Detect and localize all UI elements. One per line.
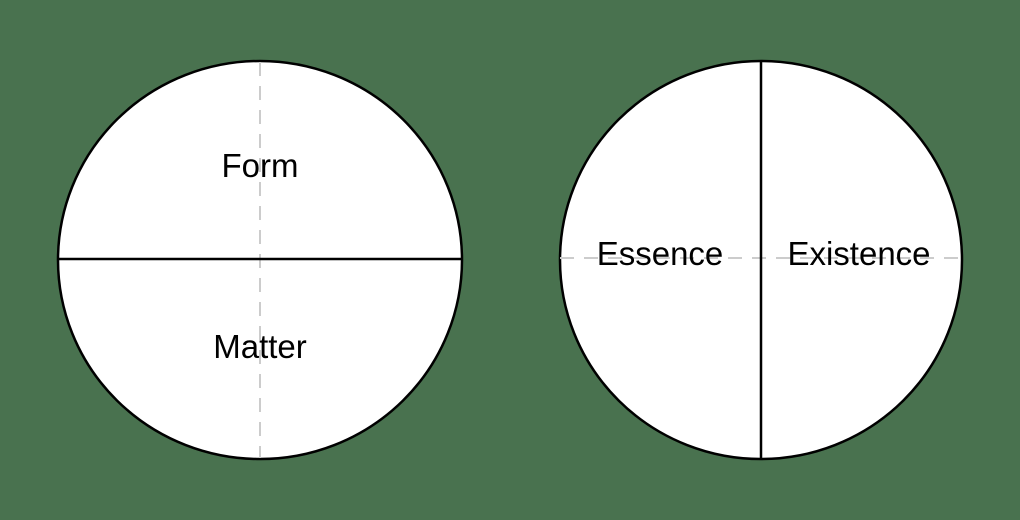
form-label: Form [222, 147, 299, 184]
essence-existence-diagram: Essence Existence [558, 59, 964, 461]
matter-label: Matter [213, 328, 307, 365]
form-matter-diagram: Form Matter [56, 59, 464, 461]
essence-label: Essence [597, 235, 724, 272]
existence-label: Existence [787, 235, 930, 272]
